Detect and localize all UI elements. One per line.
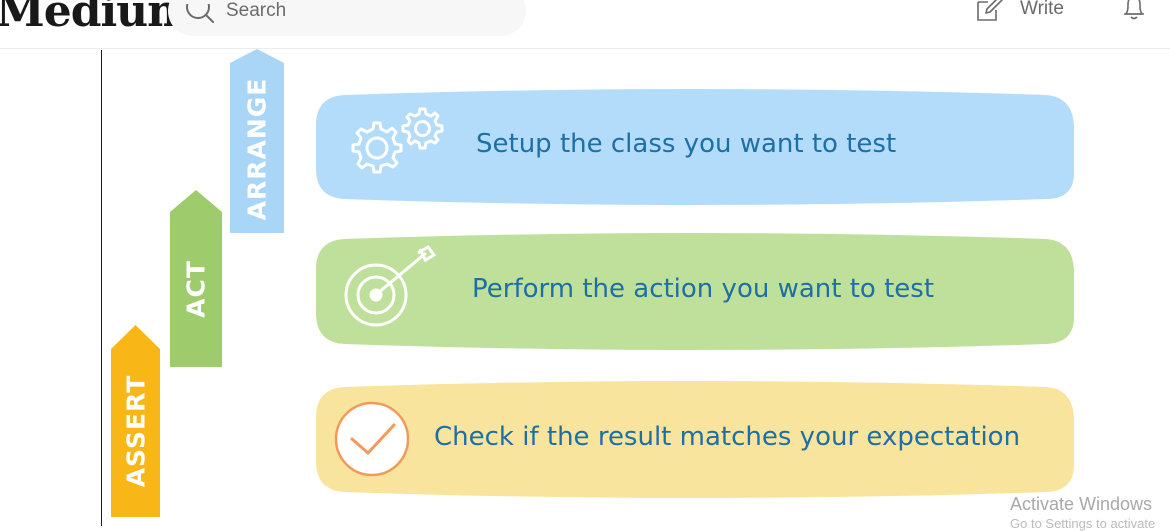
activate-windows-subtitle: Go to Settings to activate — [1010, 516, 1156, 531]
arrange-band: Setup the class you want to test — [316, 89, 1074, 205]
assert-arrow: ASSERT — [111, 325, 160, 517]
assert-band: Check if the result matches your expecta… — [316, 381, 1074, 498]
top-navigation-bar: Medium Write — [0, 0, 1170, 49]
assert-description: Check if the result matches your expecta… — [434, 422, 1021, 452]
write-icon — [977, 0, 1003, 21]
act-band: Perform the action you want to test — [316, 233, 1074, 350]
arrange-arrow: ARRANGE — [230, 49, 284, 233]
target-icon — [344, 245, 437, 327]
search-bar[interactable] — [168, 0, 526, 36]
gears-icon — [351, 107, 444, 174]
activate-windows-watermark: Activate Windows — [1010, 494, 1153, 514]
search-icon — [186, 4, 214, 23]
left-divider-line — [101, 50, 102, 526]
act-label: ACT — [181, 259, 211, 318]
search-input[interactable] — [226, 0, 506, 26]
checkmark-icon — [334, 401, 410, 477]
write-label: Write — [1020, 0, 1064, 19]
arrange-label: ARRANGE — [242, 77, 272, 221]
act-arrow: ACT — [170, 190, 222, 367]
medium-logo[interactable]: Medium — [0, 0, 194, 37]
assert-label: ASSERT — [121, 374, 150, 488]
act-description: Perform the action you want to test — [472, 274, 935, 304]
arrange-description: Setup the class you want to test — [476, 129, 897, 159]
write-button[interactable]: Write — [974, 0, 1064, 22]
notifications-bell-icon[interactable] — [1118, 0, 1150, 22]
